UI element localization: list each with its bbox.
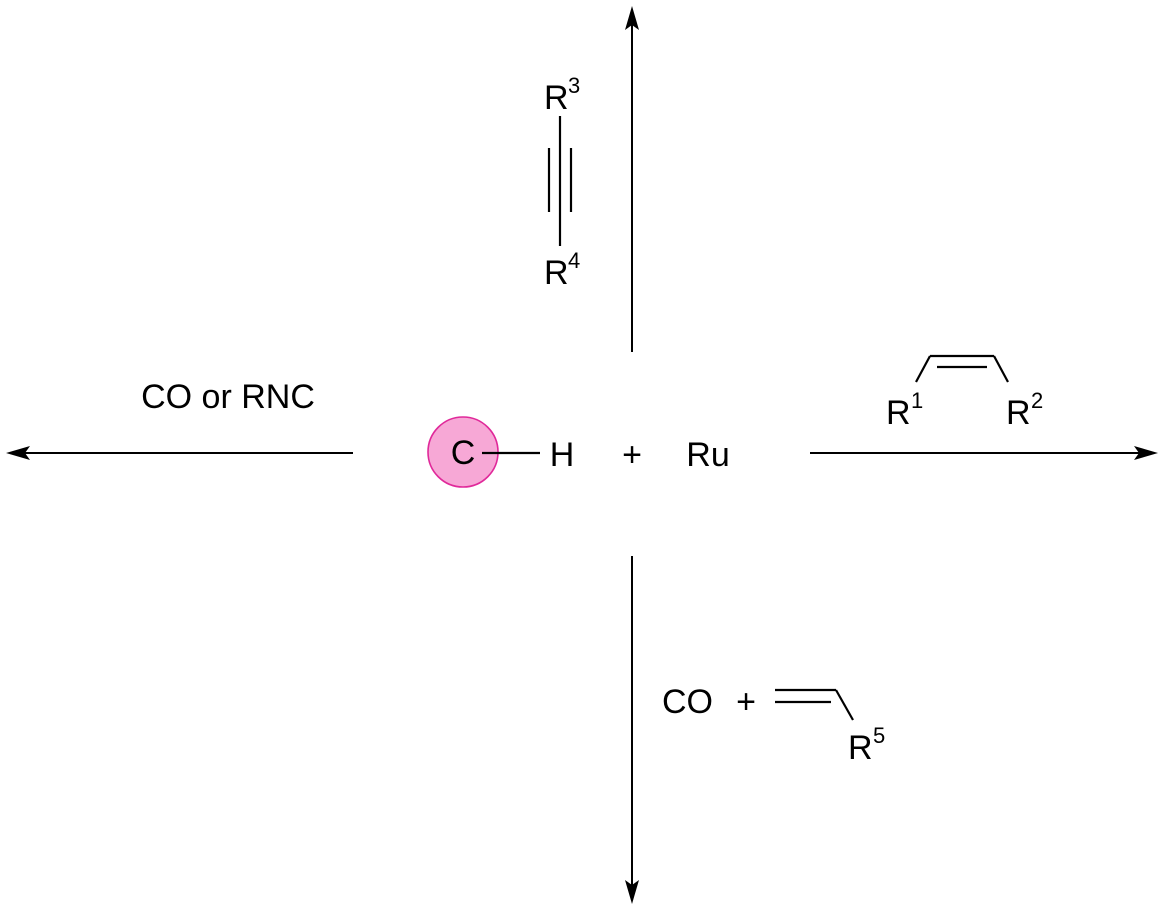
- arrow-up: [625, 6, 639, 352]
- arrow-left: [6, 446, 353, 460]
- center-plus-sign: +: [622, 436, 642, 474]
- hydrogen-atom-label: H: [550, 436, 575, 474]
- center-substrate: C H + Ru: [427, 416, 730, 488]
- r2-label: R: [1006, 394, 1031, 432]
- co-label: CO: [662, 683, 713, 721]
- r5-superscript: 5: [873, 723, 885, 748]
- r3-superscript: 3: [568, 73, 580, 98]
- left-reagent-label: CO or RNC: [141, 378, 315, 416]
- carbon-atom-label: C: [451, 434, 476, 472]
- r2-superscript: 2: [1031, 388, 1043, 413]
- r4-label: R: [544, 254, 569, 292]
- r3-label: R: [544, 79, 569, 117]
- arrow-down: [625, 556, 639, 904]
- r4-superscript: 4: [568, 248, 580, 273]
- co-alkene-reagents: CO + R 5: [662, 683, 885, 767]
- r1-label: R: [886, 394, 911, 432]
- vinyl-r5-bond: [835, 689, 854, 721]
- alkyne-structure: R 3 R 4: [544, 73, 580, 292]
- r1-superscript: 1: [911, 388, 923, 413]
- alkene-structure: R 1 R 2: [886, 354, 1043, 432]
- alkene-r2-bond: [993, 355, 1009, 383]
- bottom-plus-sign: +: [736, 683, 756, 721]
- r5-label: R: [848, 729, 873, 767]
- arrow-right: [810, 446, 1158, 460]
- alkene-r1-bond: [915, 355, 931, 383]
- ruthenium-label: Ru: [686, 436, 729, 474]
